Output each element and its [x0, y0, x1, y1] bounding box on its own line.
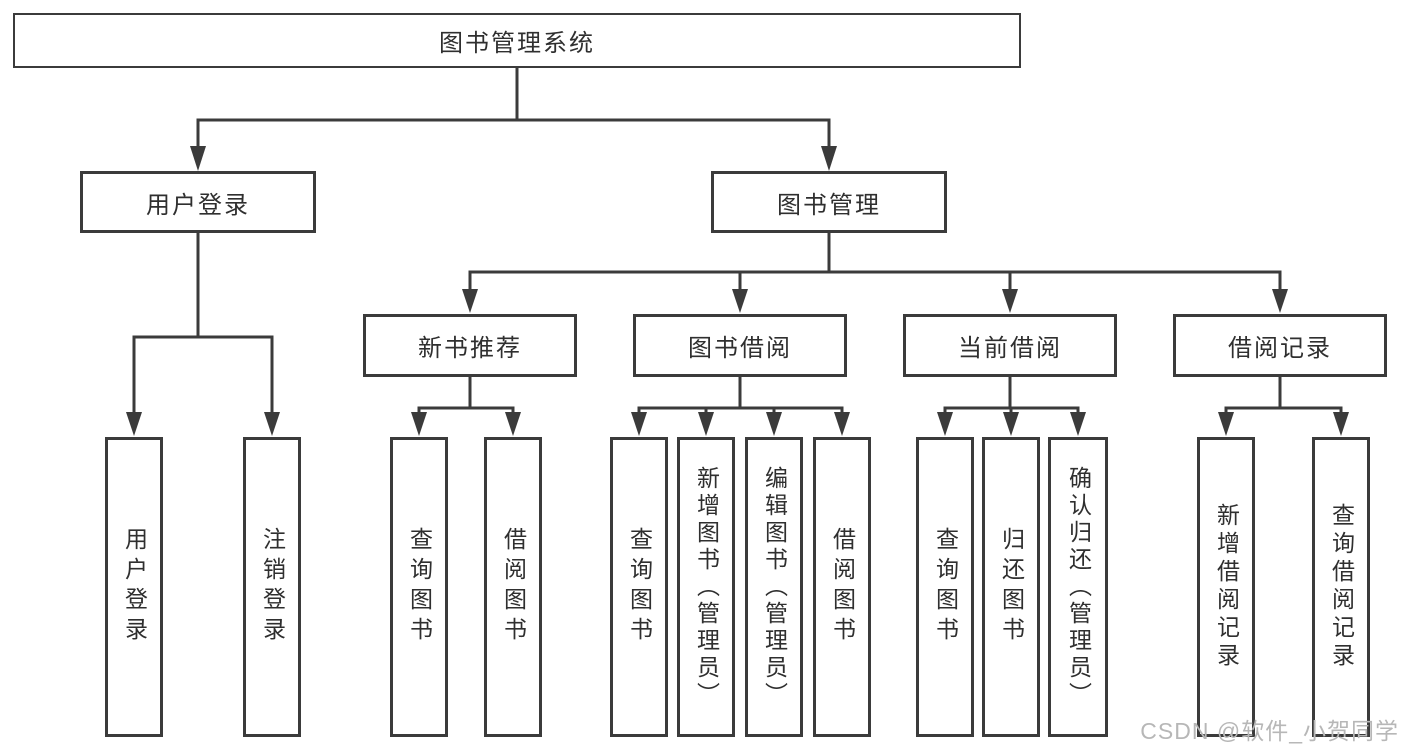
node-leaf-logout: 注销登录: [243, 437, 301, 737]
node-leaf-borrow-edit-admin: 编辑图书（管理员）: [745, 437, 803, 737]
node-book-management: 图书管理: [711, 171, 947, 233]
node-book-borrow: 图书借阅: [633, 314, 847, 377]
node-leaf-newbook-query: 查询图书: [390, 437, 448, 737]
arrowheads: [126, 146, 1349, 436]
node-borrow-record: 借阅记录: [1173, 314, 1387, 377]
node-leaf-current-confirm-admin: 确认归还（管理员）: [1048, 437, 1108, 737]
node-user-login: 用户登录: [80, 171, 316, 233]
node-leaf-current-return: 归还图书: [982, 437, 1040, 737]
node-leaf-newbook-borrow: 借阅图书: [484, 437, 542, 737]
node-leaf-record-query: 查询借阅记录: [1312, 437, 1370, 737]
node-leaf-borrow-add-admin: 新增图书（管理员）: [677, 437, 735, 737]
node-leaf-borrow-query: 查询图书: [610, 437, 668, 737]
node-leaf-current-query: 查询图书: [916, 437, 974, 737]
watermark-text: CSDN @软件_小贺同学: [1140, 718, 1399, 744]
node-new-book-recommend: 新书推荐: [363, 314, 577, 377]
node-leaf-user-login: 用户登录: [105, 437, 163, 737]
node-root: 图书管理系统: [13, 13, 1021, 68]
node-leaf-borrow-borrow: 借阅图书: [813, 437, 871, 737]
node-current-borrow: 当前借阅: [903, 314, 1117, 377]
node-leaf-record-add: 新增借阅记录: [1197, 437, 1255, 737]
